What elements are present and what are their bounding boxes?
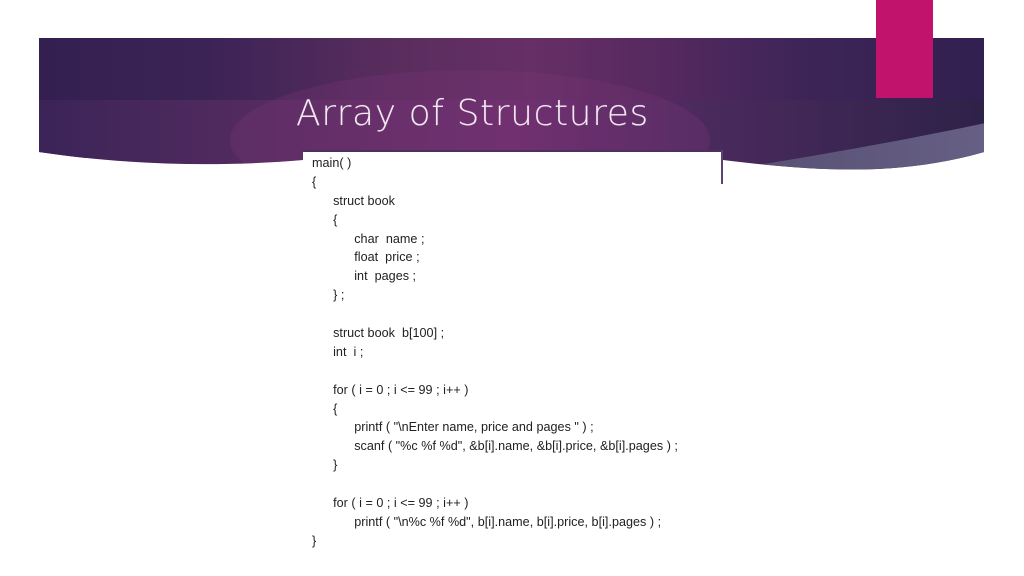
code-line: } <box>312 533 317 548</box>
code-listing: main( ) { struct book { char name ; float… <box>312 154 678 551</box>
code-line: main( ) <box>312 156 352 170</box>
code-snippet-panel: main( ) { struct book { char name ; float… <box>303 150 723 552</box>
code-line: struct book b[100] ; <box>312 326 445 341</box>
code-line: { <box>312 401 338 416</box>
code-line <box>312 305 678 324</box>
page-title: Array of Structures <box>296 93 649 134</box>
code-line <box>312 362 678 381</box>
code-line: for ( i = 0 ; i <= 99 ; i++ ) <box>312 382 469 397</box>
code-line <box>312 475 678 494</box>
code-line: char name ; <box>312 231 425 246</box>
code-line: printf ( "\nEnter name, price and pages … <box>312 420 594 435</box>
code-line: } ; <box>312 288 345 303</box>
code-line: for ( i = 0 ; i <= 99 ; i++ ) <box>312 496 469 511</box>
code-line: scanf ( "%c %f %d", &b[i].name, &b[i].pr… <box>312 439 678 454</box>
code-line: { <box>312 174 317 189</box>
code-line: struct book <box>312 193 395 208</box>
code-line: } <box>312 458 338 473</box>
code-line: float price ; <box>312 250 420 265</box>
code-line: { <box>312 212 338 227</box>
code-line: int pages ; <box>312 269 417 284</box>
code-line: int i ; <box>312 344 364 359</box>
magenta-accent-bar <box>876 0 933 98</box>
code-panel-side-border <box>721 150 723 184</box>
code-panel-top-border <box>303 150 723 152</box>
code-line: printf ( "\n%c %f %d", b[i].name, b[i].p… <box>312 514 662 529</box>
